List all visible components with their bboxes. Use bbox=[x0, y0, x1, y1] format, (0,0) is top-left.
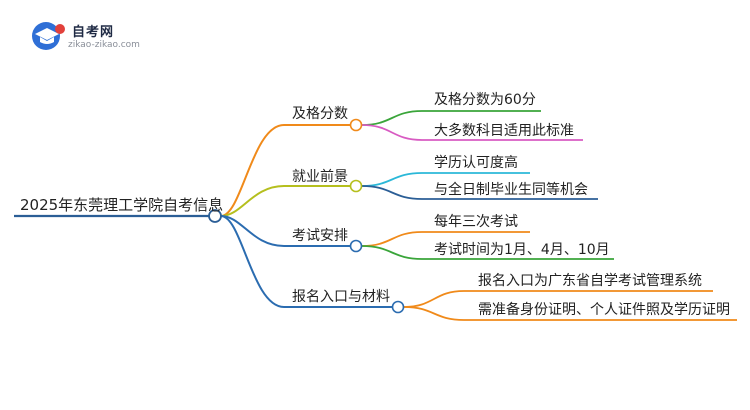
branch-node-circle bbox=[349, 239, 363, 253]
leaf-label: 考试时间为1月、4月、10月 bbox=[434, 242, 610, 258]
branch-label-employment: 就业前景 bbox=[292, 169, 348, 185]
site-logo: 自考网 zikao-zikao.com bbox=[30, 20, 140, 52]
branch-label-exam-schedule: 考试安排 bbox=[292, 228, 348, 244]
logo-title: 自考网 bbox=[72, 25, 115, 40]
branch-label-registration: 报名入口与材料 bbox=[292, 289, 390, 305]
leaf-connector bbox=[361, 124, 423, 141]
branch-label-passing-score: 及格分数 bbox=[292, 106, 348, 122]
leaf-connector bbox=[361, 245, 423, 260]
leaf-connector bbox=[403, 290, 465, 308]
branch-connector bbox=[220, 185, 285, 217]
logo-subtitle: zikao-zikao.com bbox=[68, 40, 140, 50]
leaf-connector bbox=[403, 306, 465, 321]
branch-node-circle bbox=[391, 300, 405, 314]
branch-node-circle bbox=[349, 118, 363, 132]
leaf-connector bbox=[361, 172, 423, 187]
leaf-connector bbox=[361, 185, 423, 200]
branch-connector bbox=[220, 215, 285, 247]
leaf-label: 及格分数为60分 bbox=[434, 92, 536, 108]
root-node-label: 2025年东莞理工学院自考信息 bbox=[20, 196, 224, 214]
branch-connector bbox=[220, 215, 285, 308]
branch-node-circle bbox=[349, 179, 363, 193]
leaf-connector bbox=[361, 110, 423, 126]
leaf-label: 报名入口为广东省自学考试管理系统 bbox=[478, 273, 702, 289]
leaf-label: 与全日制毕业生同等机会 bbox=[434, 182, 588, 198]
graduation-cap-icon bbox=[32, 22, 65, 50]
leaf-connector bbox=[361, 231, 423, 247]
leaf-label: 需准备身份证明、个人证件照及学历证明 bbox=[478, 302, 730, 318]
branch-connector bbox=[220, 124, 285, 217]
leaf-label: 学历认可度高 bbox=[434, 155, 518, 171]
leaf-label: 大多数科目适用此标准 bbox=[434, 123, 574, 139]
leaf-label: 每年三次考试 bbox=[434, 214, 518, 230]
root-node-circle bbox=[208, 209, 222, 223]
